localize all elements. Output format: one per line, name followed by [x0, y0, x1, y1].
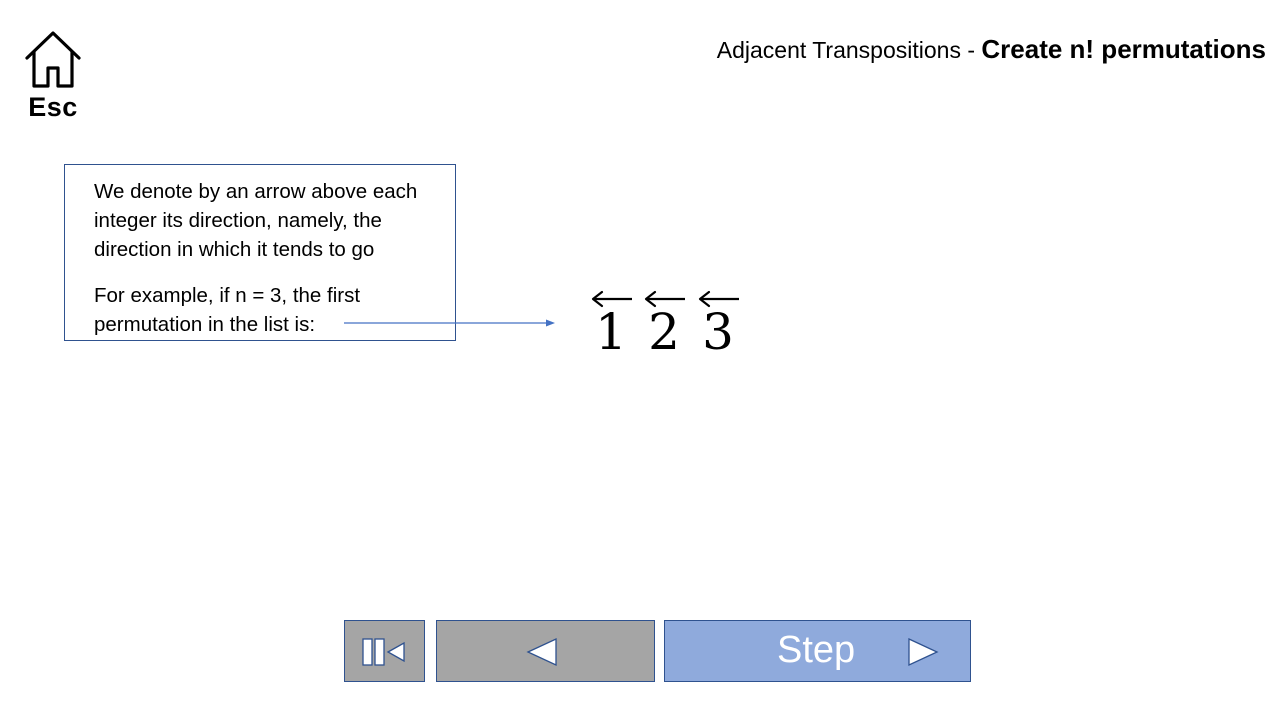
- info-paragraph-direction: We denote by an arrow above each integer…: [94, 180, 418, 261]
- esc-label: Esc: [28, 92, 78, 122]
- title-prefix: Adjacent Transpositions -: [716, 37, 982, 63]
- permutation-value: 1: [595, 303, 627, 361]
- first-step-button[interactable]: [344, 620, 425, 682]
- previous-step-button[interactable]: [436, 620, 655, 682]
- triangle-left-icon: [526, 637, 557, 667]
- info-paragraph-example: For example, if n = 3, the first permuta…: [94, 284, 361, 336]
- permutation-item: 2: [641, 284, 691, 364]
- skip-to-start-icon: [362, 638, 405, 666]
- pointer-arrow: [344, 319, 555, 327]
- permutation-value: 2: [648, 303, 680, 361]
- page-title: Adjacent Transpositions - Create n! perm…: [717, 34, 1266, 65]
- info-box: We denote by an arrow above each integer…: [64, 164, 456, 341]
- left-arrow-icon: [644, 290, 685, 308]
- step-button[interactable]: Step: [664, 620, 971, 682]
- permutation-item: 1: [588, 284, 638, 364]
- left-arrow-icon: [591, 290, 632, 308]
- step-label: Step: [777, 629, 856, 671]
- permutation-value: 3: [702, 303, 734, 361]
- left-arrow-icon: [698, 290, 739, 308]
- title-main: Create n! permutations: [981, 34, 1266, 64]
- home-button[interactable]: Esc: [20, 28, 86, 128]
- home-icon: [25, 31, 81, 88]
- triangle-right-icon: [908, 637, 939, 667]
- permutation-item: 3: [695, 284, 745, 364]
